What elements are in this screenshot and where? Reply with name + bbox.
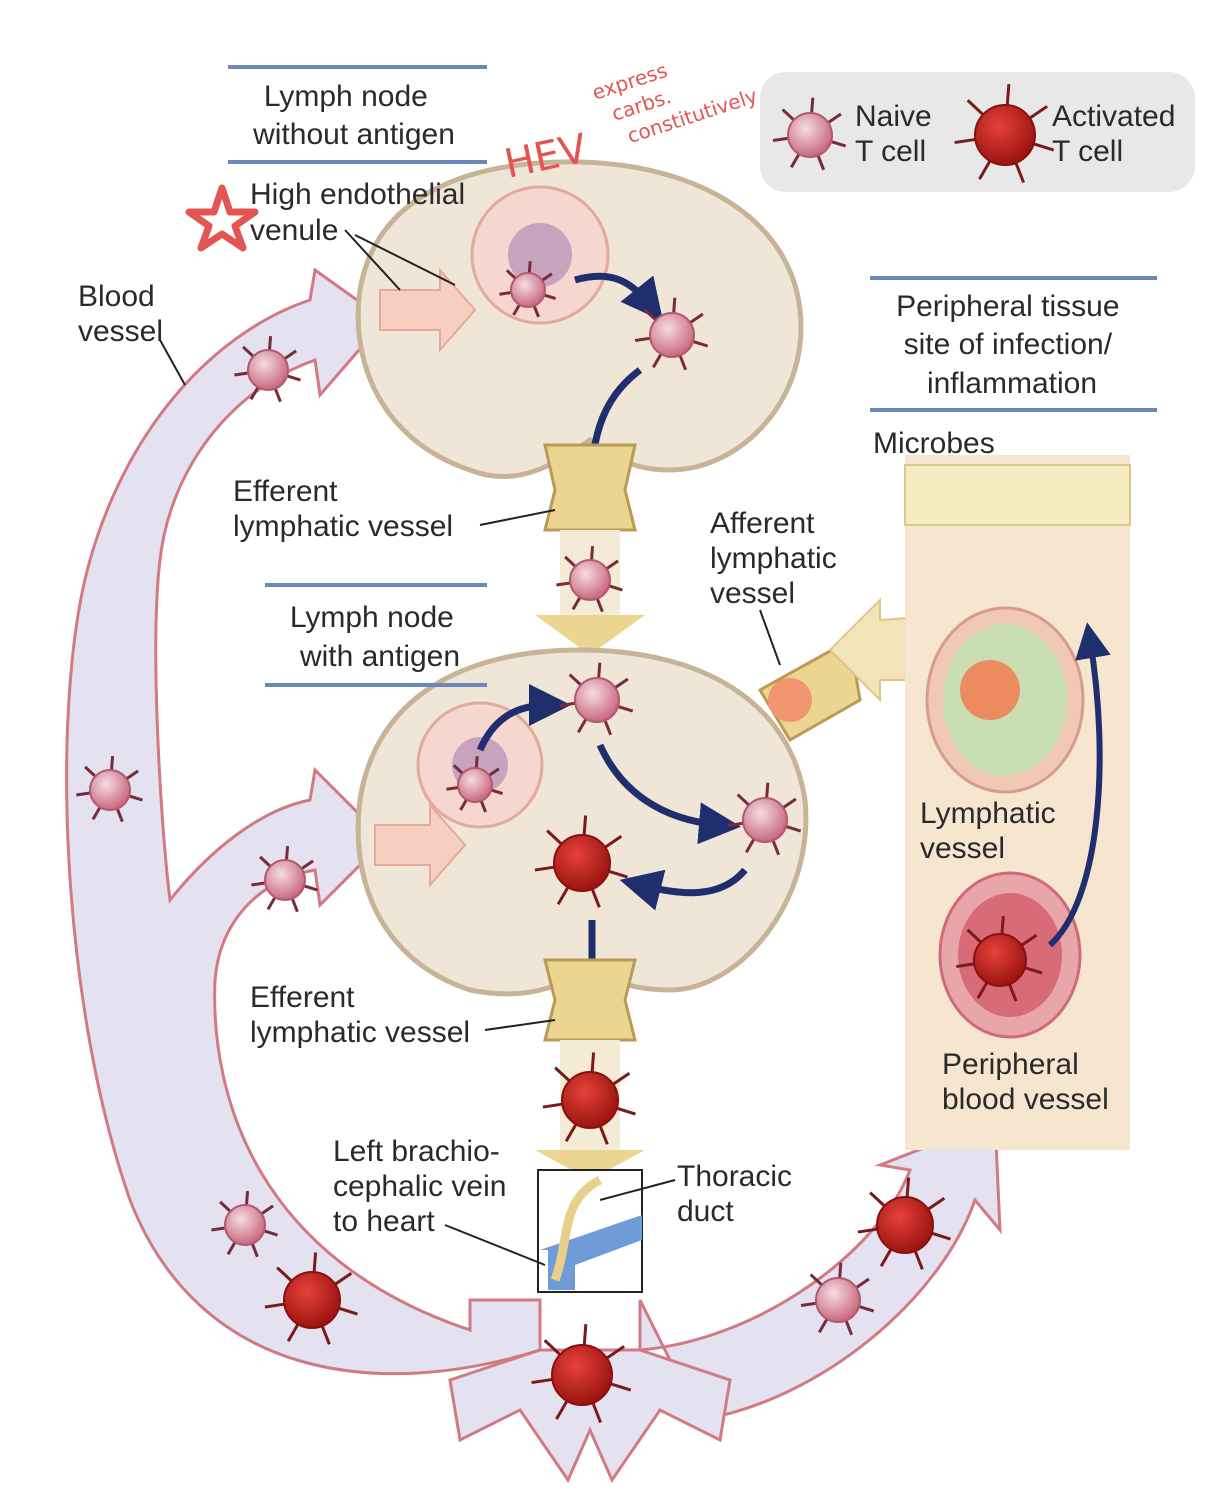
activated-t-cell bbox=[542, 1052, 636, 1145]
t-cells bbox=[76, 84, 1055, 1424]
naive-t-cell bbox=[446, 756, 504, 813]
naive-t-cell bbox=[772, 97, 847, 171]
lymphatic-vessel-cross-section bbox=[925, 606, 1085, 794]
label-lymphatic-vessel: Lymphatic vessel bbox=[920, 797, 1064, 865]
label-brachiocephalic: Left brachio- cephalic vein to heart bbox=[333, 1135, 515, 1238]
label-afferent: Afferent lymphatic vessel bbox=[710, 507, 845, 610]
label-efferent-2: Efferent lymphatic vessel bbox=[250, 981, 470, 1049]
lymph-node-with-antigen bbox=[355, 647, 809, 1046]
activated-t-cell bbox=[857, 1177, 951, 1270]
label-thoracic-duct: Thoracic duct bbox=[677, 1160, 800, 1228]
naive-t-cell bbox=[634, 297, 709, 371]
title-node-with-antigen: Lymph node with antigen bbox=[290, 601, 462, 673]
title-peripheral-tissue: Peripheral tissue site of infection/ inf… bbox=[896, 290, 1128, 400]
naive-t-cell bbox=[499, 261, 557, 318]
activated-t-cell bbox=[956, 915, 1043, 1002]
naive-t-cell bbox=[234, 335, 301, 403]
star-icon bbox=[185, 184, 259, 252]
label-blood-vessel: Blood vessel bbox=[78, 280, 163, 348]
naive-t-cell bbox=[251, 845, 318, 913]
label-hev: High endothelial venule bbox=[250, 178, 474, 247]
legend-activated-label: Activated T cell bbox=[1052, 100, 1184, 168]
lymph-node-without-antigen bbox=[355, 159, 804, 531]
naive-t-cell bbox=[727, 782, 802, 856]
naive-t-cell bbox=[211, 1190, 278, 1258]
naive-t-cell bbox=[556, 545, 623, 613]
leader-lines bbox=[159, 229, 781, 1266]
naive-t-cell bbox=[559, 662, 634, 736]
activated-t-cell bbox=[534, 815, 628, 908]
title-rules bbox=[228, 65, 1157, 687]
label-peripheral-blood-vessel: Peripheral blood vessel bbox=[942, 1048, 1109, 1116]
legend-naive-label: Naive T cell bbox=[855, 100, 940, 168]
title-node-without-antigen: Lymph node without antigen bbox=[252, 80, 455, 151]
peripheral-tissue-panel bbox=[904, 455, 1131, 1150]
label-efferent-1: Efferent lymphatic vessel bbox=[233, 475, 453, 543]
thoracic-duct-inset bbox=[537, 1169, 643, 1293]
efferent-lymphatic-vessel-2 bbox=[535, 958, 645, 1180]
naive-t-cell bbox=[76, 755, 143, 823]
label-microbes: Microbes bbox=[873, 427, 995, 460]
naive-t-cell bbox=[800, 1262, 875, 1336]
blood-vessel-loop bbox=[65, 267, 1002, 1484]
activated-t-cell bbox=[954, 84, 1055, 184]
activated-t-cell bbox=[264, 1252, 358, 1345]
efferent-lymphatic-vessel-1 bbox=[535, 443, 645, 655]
annotation-note: express carbs. constitutively bbox=[589, 34, 760, 154]
activated-t-cell bbox=[531, 1324, 632, 1424]
